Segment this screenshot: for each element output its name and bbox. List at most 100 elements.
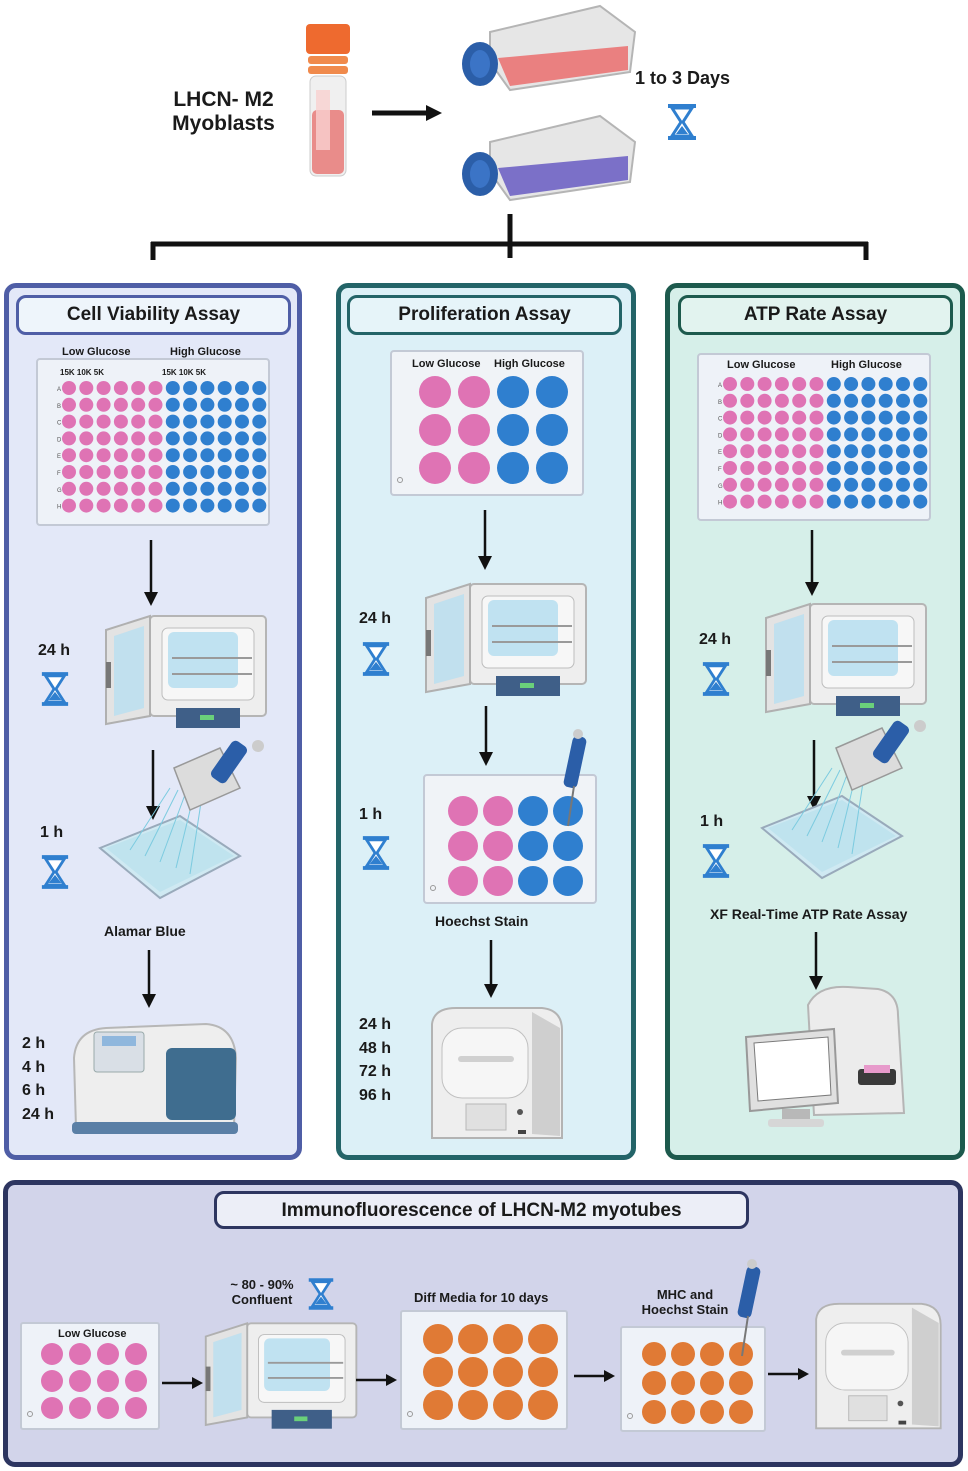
well	[62, 381, 76, 395]
plate-reader-icon	[72, 1022, 238, 1134]
imaging-system-icon	[431, 1007, 563, 1139]
well	[183, 498, 198, 513]
well	[41, 1397, 63, 1419]
well	[896, 477, 910, 492]
well	[419, 376, 451, 408]
well	[792, 477, 807, 492]
multichannel-pipette-plate-icon	[98, 740, 264, 900]
well	[757, 410, 772, 425]
well	[878, 461, 893, 475]
well	[69, 1343, 91, 1365]
arrow-down-icon	[144, 540, 158, 606]
well	[844, 477, 859, 492]
well	[774, 427, 789, 442]
well	[148, 465, 163, 479]
well	[826, 393, 841, 408]
read-time: 6 h	[22, 1082, 46, 1099]
well	[896, 410, 910, 425]
proliferation-stain-plate	[423, 774, 597, 904]
well	[165, 381, 180, 395]
well	[131, 397, 146, 412]
well	[844, 410, 859, 425]
well	[740, 494, 755, 509]
well	[113, 481, 128, 496]
well	[729, 1342, 753, 1366]
well	[913, 377, 928, 391]
well	[809, 461, 824, 475]
well	[536, 452, 568, 484]
well	[69, 1370, 91, 1392]
row-letter: D	[57, 437, 62, 443]
viability-plate-low-label: Low Glucose	[60, 346, 133, 358]
well	[183, 448, 198, 463]
well	[165, 414, 180, 429]
viability-title: Cell Viability Assay	[16, 295, 291, 335]
pipette-icon	[563, 729, 587, 827]
well	[125, 1397, 147, 1419]
well-grid-12	[430, 796, 583, 896]
well	[96, 431, 111, 446]
well	[861, 410, 876, 425]
well	[792, 427, 807, 442]
well	[740, 377, 755, 391]
well	[740, 393, 755, 408]
well	[79, 397, 94, 412]
well	[913, 393, 928, 408]
viability-plate: Low Glucose High Glucose 15K 10K 5K 15K …	[36, 346, 270, 526]
well	[183, 481, 198, 496]
incubator-icon	[204, 1322, 358, 1429]
well	[131, 431, 146, 446]
well	[497, 376, 529, 408]
mhc-stain-label: MHC and Hoechst Stain	[634, 1287, 736, 1317]
well	[774, 477, 789, 492]
well	[757, 477, 772, 492]
well	[183, 431, 198, 446]
well	[148, 431, 163, 446]
row-letter: G	[718, 484, 723, 490]
well	[200, 465, 215, 479]
well	[740, 427, 755, 442]
well	[165, 465, 180, 479]
well	[483, 796, 513, 826]
well	[774, 461, 789, 475]
well	[861, 494, 876, 509]
row-letter: A	[718, 383, 722, 389]
atp-plate-high-label: High Glucose	[831, 359, 902, 371]
well	[113, 448, 128, 463]
well	[448, 831, 478, 861]
well	[528, 1390, 558, 1420]
well	[235, 431, 249, 446]
well	[671, 1400, 695, 1424]
well	[774, 444, 789, 459]
well	[913, 494, 928, 509]
well	[200, 481, 215, 496]
row-letter: C	[718, 417, 723, 423]
well	[165, 431, 180, 446]
well	[740, 410, 755, 425]
well	[723, 410, 737, 425]
incubator-icon	[765, 602, 927, 716]
well	[448, 796, 478, 826]
arrow-down-icon	[484, 940, 498, 998]
atp-plate-low-label: Low Glucose	[727, 359, 796, 371]
well	[792, 377, 807, 391]
well	[200, 431, 215, 446]
proliferation-plate-high-label: High Glucose	[494, 358, 565, 370]
viability-read-times: 2 h 4 h 6 h 24 h	[22, 1032, 54, 1126]
well	[700, 1400, 724, 1424]
well	[671, 1342, 695, 1366]
well	[878, 377, 893, 391]
well	[252, 448, 267, 463]
proliferation-title: Proliferation Assay	[347, 295, 622, 335]
well	[896, 427, 910, 442]
proliferation-plate: Low Glucose High Glucose	[390, 350, 584, 496]
well	[62, 465, 76, 479]
well	[826, 477, 841, 492]
well	[96, 465, 111, 479]
read-time: 24 h	[359, 1016, 392, 1033]
hourglass-icon	[362, 642, 390, 676]
cell-type-name: Myoblasts	[172, 112, 275, 135]
well	[183, 465, 198, 479]
well	[96, 414, 111, 429]
well	[700, 1342, 724, 1366]
